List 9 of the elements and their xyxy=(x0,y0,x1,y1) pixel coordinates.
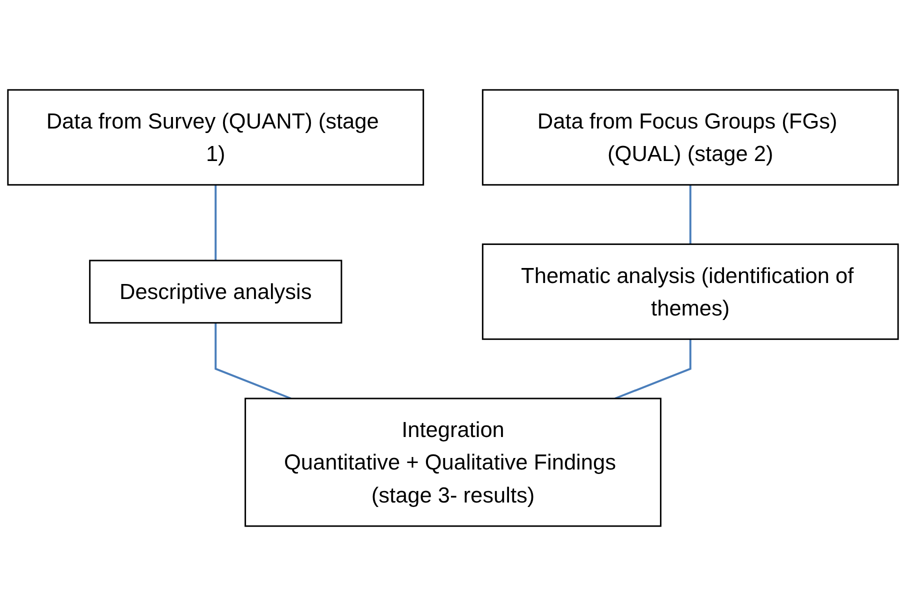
connector xyxy=(214,322,292,399)
node-box: Thematic analysis (identification of themes) xyxy=(482,242,899,340)
node-box: Integration Quantitative + Qualitative Findings (stage 3- results) xyxy=(244,397,662,526)
node-box: Data from Focus Groups (FGs) (QUAL) (stage 2) xyxy=(482,88,899,186)
node-box: Descriptive analysis xyxy=(89,259,342,324)
connector xyxy=(689,184,692,244)
connector xyxy=(614,338,692,399)
node-box: Data from Survey (QUANT) (stage 1) xyxy=(7,88,424,186)
connector xyxy=(214,184,217,260)
